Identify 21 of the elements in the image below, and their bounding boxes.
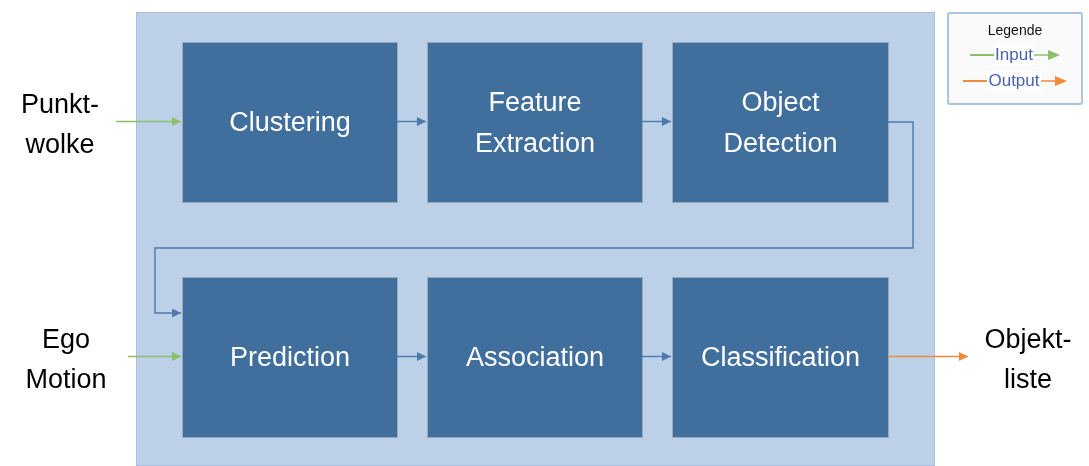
arrow (154, 121, 914, 318)
arrow (641, 117, 672, 126)
io-label: Ego Motion (24, 322, 108, 396)
arrow (127, 352, 182, 361)
process-box: Object Detection (672, 42, 889, 203)
legend-label: Input (994, 45, 1034, 65)
process-box: Association (427, 277, 643, 438)
arrow (396, 352, 427, 361)
arrow (641, 352, 672, 361)
arrow (887, 352, 969, 361)
process-box: Feature Extraction (427, 42, 643, 203)
io-label: Punkt- wolke (19, 87, 100, 161)
process-box: Clustering (182, 42, 398, 203)
legend-label: Output (987, 71, 1041, 91)
process-box: Classification (672, 277, 889, 438)
system-panel (136, 12, 935, 466)
arrow (115, 117, 182, 126)
arrow (396, 117, 427, 126)
io-label: Objekt- liste (983, 322, 1073, 396)
process-box: Prediction (182, 277, 398, 438)
legend-title: Legende (987, 22, 1043, 38)
